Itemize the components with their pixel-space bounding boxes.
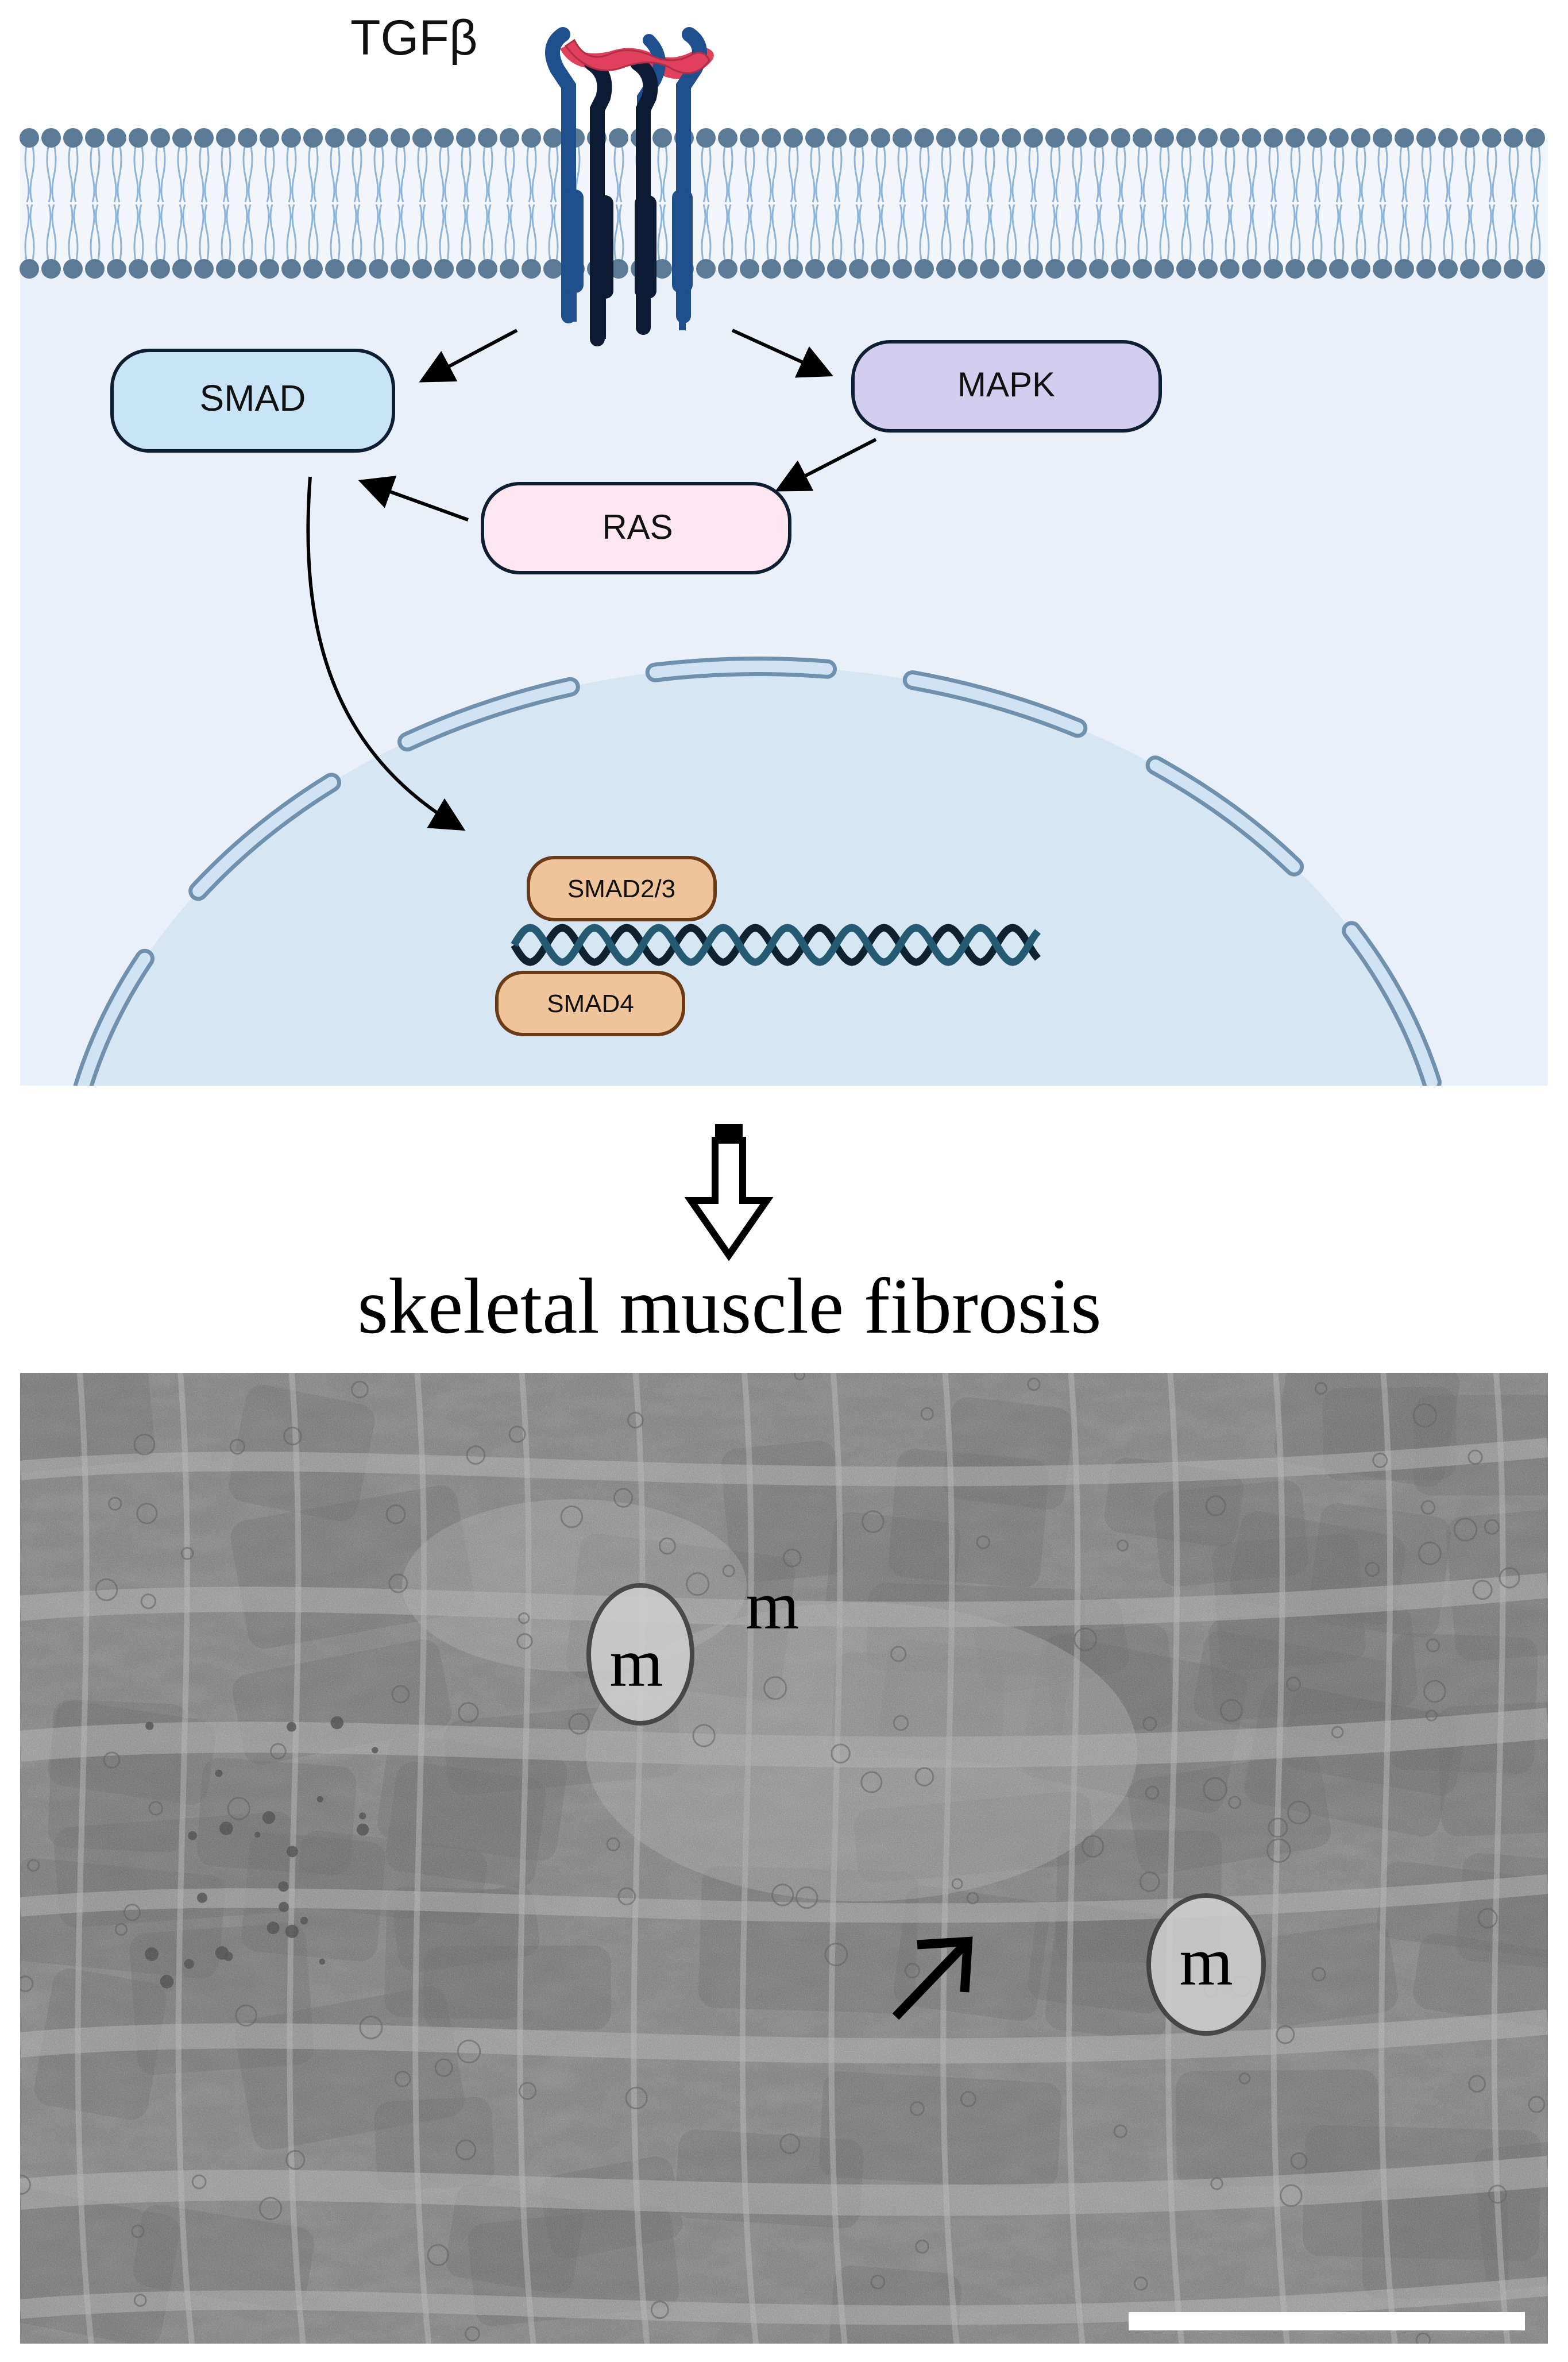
- arrow-receptor-to-mapk: [731, 329, 833, 378]
- mitochondrion: [1146, 1893, 1266, 2036]
- mitochondrion-label: m: [746, 1567, 799, 1643]
- arrow-ras-to-smad: [358, 476, 469, 522]
- node-mapk: MAPK: [851, 340, 1162, 433]
- arrow-receptor-to-smad: [419, 329, 518, 383]
- node-mapk-label: MAPK: [957, 365, 1055, 404]
- dna-helix: [511, 924, 1041, 966]
- mitochondrion-label: m: [609, 1624, 663, 1701]
- node-ras-label: RAS: [602, 508, 673, 546]
- mitochondrion: [586, 1583, 694, 1726]
- smad4-complex: SMAD4: [495, 971, 685, 1036]
- down-hollow-arrow: [684, 1124, 774, 1261]
- node-smad: SMAD: [110, 349, 395, 453]
- electron-micrograph: m m m: [20, 1373, 1548, 2344]
- arrow-mapk-to-ras: [775, 438, 877, 492]
- signaling-diagram: TGFβ SMAD MAPK RAS SMAD2/3: [20, 10, 1548, 1086]
- tgfb-label: TGFβ: [350, 10, 477, 65]
- node-ras: RAS: [481, 482, 791, 574]
- figure-caption: skeletal muscle fibrosis: [357, 1262, 1101, 1350]
- tgfb-receptor-complex: [545, 27, 714, 346]
- cell-membrane: [20, 128, 1548, 279]
- scale-bar: [1129, 2312, 1525, 2330]
- nucleus: [73, 657, 1443, 1086]
- fibrosis-arrow: [892, 1936, 973, 2020]
- mitochondrion-label: m: [1179, 1923, 1233, 2000]
- node-smad-label: SMAD: [200, 377, 306, 419]
- smad23-label: SMAD2/3: [567, 875, 675, 903]
- arrow-smad-to-nucleus: [306, 476, 466, 831]
- smad4-label: SMAD4: [547, 990, 634, 1018]
- pathway-arrows: [306, 329, 877, 831]
- smad23-complex: SMAD2/3: [527, 856, 717, 921]
